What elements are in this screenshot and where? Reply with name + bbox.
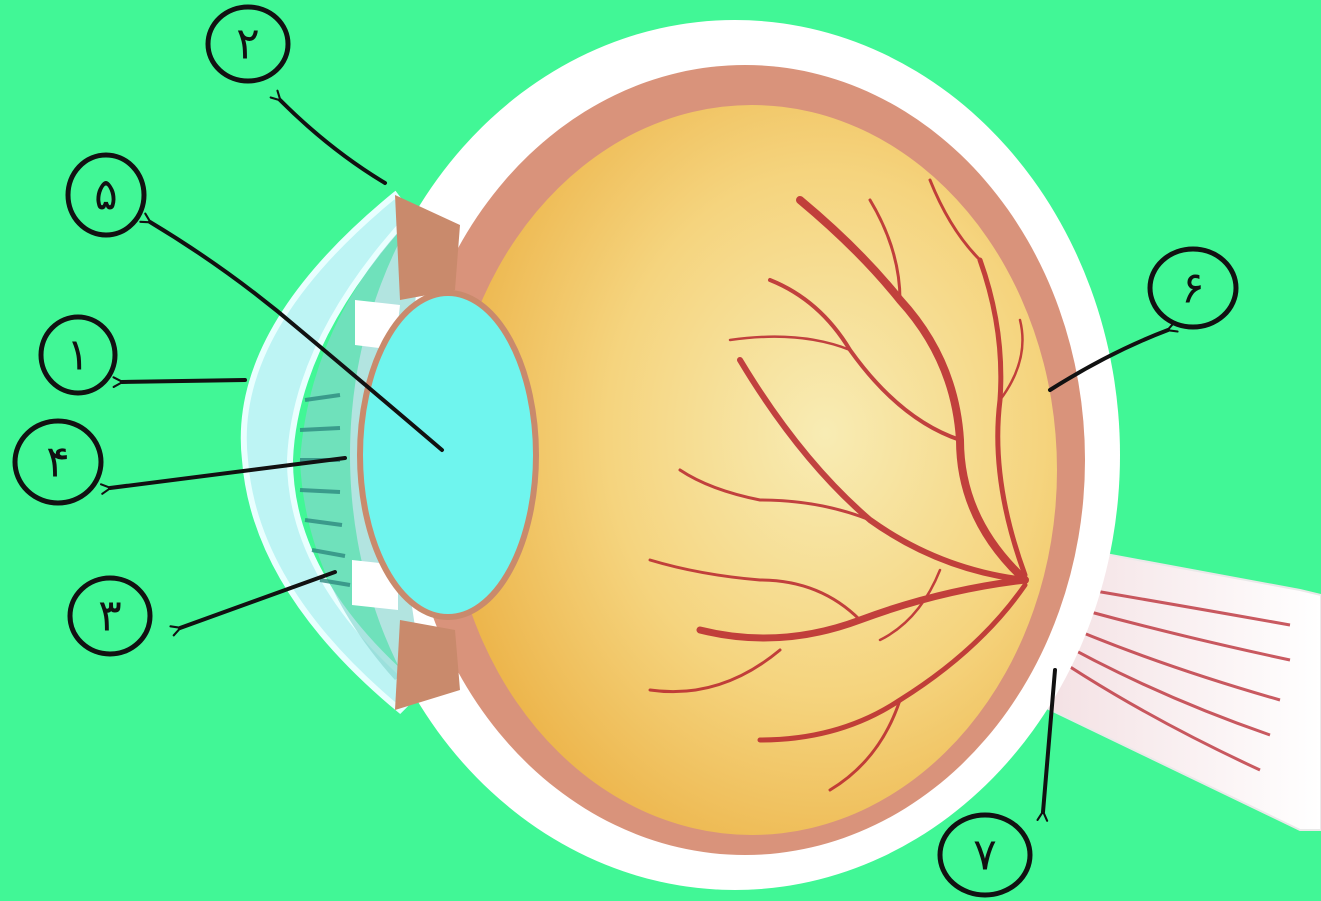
label-2: ۲: [236, 19, 260, 70]
label-1: ۱: [66, 330, 90, 381]
label-5: ۵: [94, 170, 118, 221]
label-6: ۶: [1181, 263, 1205, 314]
label-4: ۴: [46, 437, 70, 488]
lens: [360, 293, 536, 617]
label-7: ۷: [973, 830, 997, 881]
label-3: ۳: [98, 591, 122, 642]
arrow-1: [122, 380, 245, 382]
